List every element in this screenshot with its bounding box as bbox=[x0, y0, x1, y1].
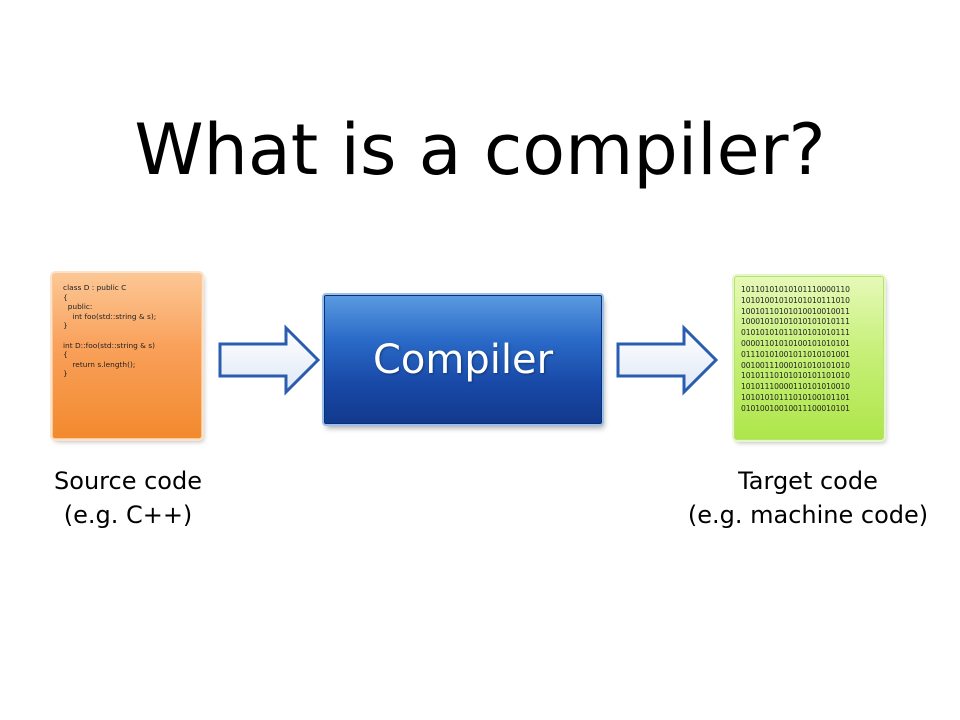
target-caption-example: (e.g. machine code) bbox=[687, 501, 929, 529]
binary-line: 10101001010101010111010 bbox=[741, 295, 850, 305]
source-code-line: int D::foo(std::string & s) bbox=[63, 340, 156, 350]
slide-title: What is a compiler? bbox=[134, 109, 826, 191]
binary-line: 01010010010011100010101 bbox=[741, 403, 850, 413]
target-code-box: 1011010101010111000011​0 101010010101010… bbox=[734, 276, 884, 440]
binary-line: 10101110101010101101010 bbox=[741, 371, 850, 381]
binary-line: 00100111000101010101010 bbox=[741, 360, 850, 370]
binary-line: 01010101011010101010111 bbox=[741, 328, 850, 338]
target-caption-title: Target code bbox=[738, 467, 878, 495]
binary-line: 00001101010100101010101 bbox=[741, 338, 850, 348]
binary-line: 10101110000110101010010 bbox=[741, 382, 850, 392]
source-caption-title: Source code bbox=[54, 467, 202, 495]
compiler-label: Compiler bbox=[372, 336, 554, 383]
source-caption: Source code (e.g. C++) bbox=[20, 464, 236, 532]
source-code-box: class D : public C { public: int foo(std… bbox=[52, 273, 202, 439]
source-code-line: { bbox=[63, 292, 68, 302]
source-code-line: class D : public C bbox=[63, 283, 127, 292]
compiler-box: Compiler bbox=[324, 295, 602, 424]
source-code-line: public: bbox=[63, 302, 93, 312]
source-caption-example: (e.g. C++) bbox=[63, 501, 193, 529]
binary-line: 10010110101010010010011 bbox=[741, 306, 850, 316]
source-code-line: int foo(std::string & s); bbox=[63, 311, 157, 321]
arrow-right-icon bbox=[218, 324, 321, 396]
source-code-line: { bbox=[63, 350, 68, 360]
source-code-line: return s.length(); bbox=[63, 359, 136, 369]
binary-line: 1011010101010111000011​0 bbox=[741, 285, 850, 294]
target-caption: Target code (e.g. machine code) bbox=[660, 464, 956, 532]
source-code-line: } bbox=[63, 321, 68, 331]
source-code-line bbox=[63, 331, 195, 341]
source-code-line: } bbox=[63, 369, 68, 379]
binary-line: 10001010101010101010111 bbox=[741, 317, 850, 327]
binary-line: 01110101001011010101001 bbox=[741, 349, 850, 359]
binary-line: 10101010111010100101101 bbox=[741, 392, 850, 402]
arrow-right-icon bbox=[616, 324, 719, 396]
